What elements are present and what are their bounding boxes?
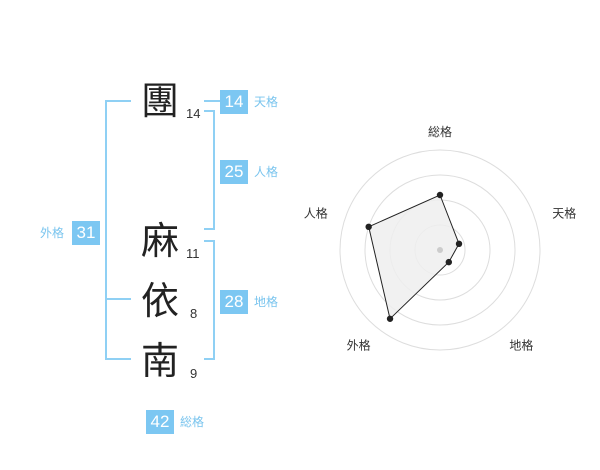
gaikaku-label: 外格: [40, 226, 65, 240]
radar-point: [436, 191, 444, 199]
radar-point: [386, 315, 394, 322]
radar-axis-label: 外格: [347, 337, 371, 352]
name-char-1-strokes: 14: [186, 106, 201, 121]
soukaku-label: 総格: [180, 415, 205, 429]
chikaku-value: 28: [220, 290, 248, 314]
jinkaku-bracket-vertical: [213, 110, 215, 230]
chikaku-bracket-bottom: [204, 358, 215, 360]
name-char-4-strokes: 9: [190, 366, 198, 381]
radar-point: [445, 258, 453, 266]
radar-point: [455, 240, 463, 248]
name-char-2-strokes: 11: [186, 246, 200, 261]
chikaku-bracket-vertical: [213, 240, 215, 360]
radar-axis-label: 人格: [304, 206, 328, 221]
radar-axis-label: 天格: [552, 206, 576, 221]
tenkaku-label: 天格: [254, 95, 279, 109]
chikaku-bracket-top: [204, 240, 215, 242]
gaikaku-bracket-mid: [105, 298, 131, 300]
chikaku-label: 地格: [254, 295, 279, 309]
radar-center-dot: [437, 247, 443, 253]
radar-ring: [339, 149, 541, 351]
jinkaku-label: 人格: [254, 165, 279, 179]
jinkaku-value: 25: [220, 160, 248, 184]
tenkaku-value: 14: [220, 90, 248, 114]
radar-axis-label: 総格: [428, 124, 452, 139]
radar-point: [365, 223, 372, 231]
gaikaku-bracket-bottom: [105, 358, 131, 360]
name-char-4: 南: [140, 339, 179, 383]
gaikaku-bracket-top: [105, 100, 131, 102]
gaikaku-value: 31: [72, 221, 100, 245]
name-char-2: 麻: [140, 219, 179, 263]
jinkaku-bracket-bottom: [204, 228, 215, 230]
name-char-3-strokes: 8: [190, 306, 198, 321]
tenkaku-connector: [204, 100, 220, 102]
radar-axis-label: 地格: [509, 337, 533, 352]
soukaku-value: 42: [146, 410, 174, 434]
jinkaku-bracket-top: [204, 110, 215, 112]
radar-ring: [364, 174, 516, 326]
gaikaku-bracket-vertical: [105, 100, 107, 360]
name-char-1: 團: [140, 79, 179, 123]
name-char-3: 依: [140, 279, 179, 323]
radar-polygon: [368, 194, 460, 320]
